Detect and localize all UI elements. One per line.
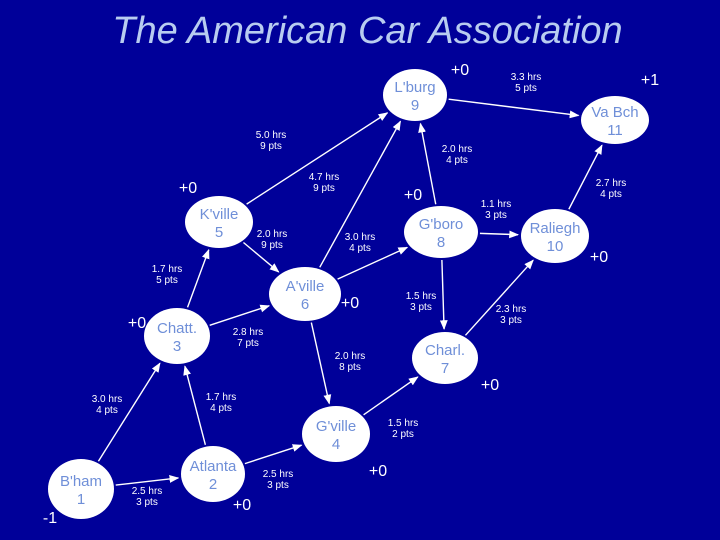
node-score: 6 <box>301 296 309 313</box>
edge-atlanta-chatt <box>183 365 207 445</box>
node-delta-gville: +0 <box>369 463 387 480</box>
node-delta-gboro: +0 <box>404 187 422 204</box>
node-circle <box>181 446 245 502</box>
node-delta-vabch: +1 <box>641 72 659 89</box>
node-name: B'ham <box>60 473 102 490</box>
node-circle <box>412 332 478 384</box>
node-score: 9 <box>411 97 419 114</box>
node-circle <box>144 308 210 364</box>
edge-aville-gboro <box>337 246 409 280</box>
node-delta-charl: +0 <box>481 377 499 394</box>
node-score: 3 <box>173 338 181 355</box>
node-name: L'burg <box>394 79 435 96</box>
edge-chatt-kville <box>186 248 210 308</box>
node-circle <box>269 267 341 321</box>
node-name: Chatt. <box>157 320 197 337</box>
edge-charl-raleigh <box>464 259 534 336</box>
node-name: G'boro <box>419 216 464 233</box>
edge-gville-charl <box>363 376 419 416</box>
node-delta-chatt: +0 <box>128 315 146 332</box>
edge-bham-chatt <box>97 362 161 462</box>
edge-bham-atlanta <box>115 475 180 486</box>
node-delta-bham: -1 <box>43 510 57 527</box>
node-delta-kville: +0 <box>179 180 197 197</box>
edge-aville-lburg <box>319 120 402 268</box>
node-score: 4 <box>332 436 340 453</box>
node-circle <box>185 196 253 248</box>
diagram-title: The American Car Association <box>112 10 623 52</box>
node-name: Va Bch <box>591 104 638 121</box>
node-circle <box>302 406 370 462</box>
edge-gboro-charl <box>439 259 448 330</box>
node-delta-lburg: +0 <box>451 62 469 79</box>
node-delta-atlanta: +0 <box>233 497 251 514</box>
node-name: Raliegh <box>530 220 581 237</box>
edge-raleigh-vabch <box>568 144 603 210</box>
node-score: 10 <box>547 238 564 255</box>
node-circle <box>383 69 447 121</box>
edge-kville-aville <box>243 241 280 273</box>
node-chatt: Chatt.3 <box>144 308 210 364</box>
node-name: K'ville <box>200 206 239 223</box>
node-score: 7 <box>441 360 449 377</box>
edge-lburg-vabch <box>448 98 580 119</box>
node-name: Atlanta <box>190 458 237 475</box>
edge-gboro-raleigh <box>479 230 520 239</box>
node-score: 11 <box>607 122 623 139</box>
edge-chatt-aville <box>209 304 271 326</box>
node-score: 2 <box>209 476 217 493</box>
edge-aville-gville <box>310 322 332 405</box>
node-score: 8 <box>437 234 445 251</box>
node-delta-raleigh: +0 <box>590 249 608 266</box>
node-circle <box>581 96 649 144</box>
edge-kville-lburg <box>246 112 389 205</box>
node-circle <box>521 209 589 263</box>
node-circle <box>404 206 478 258</box>
edge-gboro-lburg <box>418 122 437 205</box>
node-delta-aville: +0 <box>341 295 359 312</box>
node-score: 1 <box>77 491 85 508</box>
node-circle <box>48 459 114 519</box>
node-name: Charl. <box>425 342 465 359</box>
node-charl: Charl.7 <box>412 332 478 384</box>
node-name: A'ville <box>286 278 325 295</box>
edge-atlanta-gville <box>244 444 303 465</box>
node-score: 5 <box>215 224 223 241</box>
node-name: G'ville <box>316 418 356 435</box>
